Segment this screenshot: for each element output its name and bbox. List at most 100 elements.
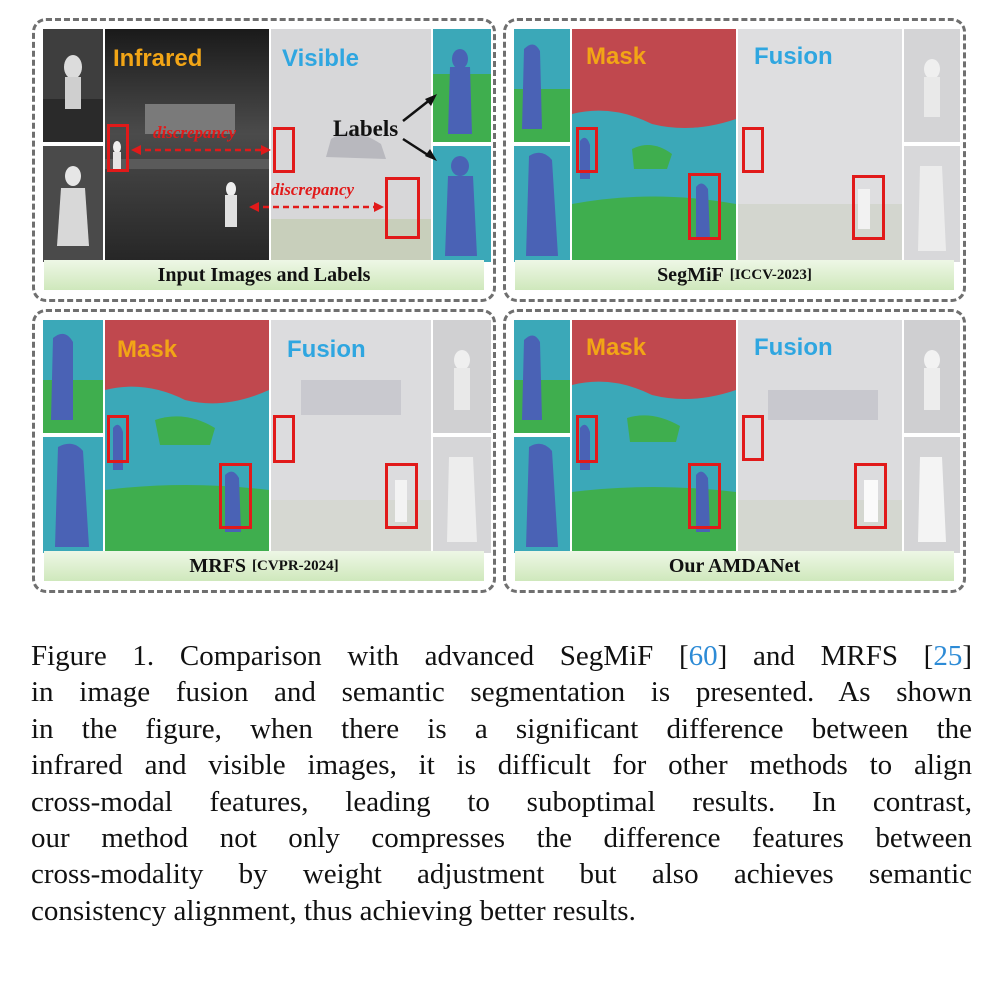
ours-fusion-label: Fusion xyxy=(754,334,833,361)
infrared-thumb-bottom xyxy=(43,146,103,262)
caption-line-2: in image fusion and semantic segmentatio… xyxy=(31,676,972,709)
mrfs-mask xyxy=(105,320,269,553)
segmif-fusion-thumb-top xyxy=(904,29,960,142)
segmif-mask xyxy=(572,29,736,262)
infrared-thumb-top xyxy=(43,29,103,142)
labels-arrows xyxy=(402,94,437,161)
panel-mrfs-title: MRFS xyxy=(189,554,246,577)
label-thumb-top xyxy=(433,29,491,142)
ours-box-mask-large xyxy=(688,463,721,529)
ours-thumb-top-image xyxy=(514,320,570,433)
ours-box-fusion-small xyxy=(742,415,764,461)
figure-caption: Figure 1. Comparison with advanced SegMi… xyxy=(31,638,972,929)
panel-ours-title: Our AMDANet xyxy=(668,554,801,577)
infrared-image-svg xyxy=(105,29,269,262)
segmif-fusion-thumb-top-image xyxy=(904,29,960,142)
ours-fusion-thumb-bottom xyxy=(904,437,960,553)
segmif-label-thumb-bottom xyxy=(514,146,570,262)
label-thumb-top-image xyxy=(433,29,491,142)
discrepancy-arrows xyxy=(135,148,380,209)
ours-fusion-thumb-top-image xyxy=(904,320,960,433)
visible-label: Visible xyxy=(282,45,359,72)
panel-segmif-title: SegMiF xyxy=(657,263,724,286)
ours-thumb-bottom-image xyxy=(514,437,570,553)
segmif-mask-label: Mask xyxy=(586,43,647,70)
caption-line-4: infrared and visible images, it is diffi… xyxy=(31,749,972,782)
ours-box-fusion-large xyxy=(854,463,887,529)
label-thumb-bottom-image xyxy=(433,146,491,262)
label-thumb-bottom xyxy=(433,146,491,262)
mrfs-box-mask-large xyxy=(219,463,252,529)
panel-mrfs: Mask Fusion MRFS [CVPR-2024] xyxy=(32,309,496,593)
mrfs-thumb-top-image xyxy=(43,320,103,433)
infrared-thumb-bottom-image xyxy=(43,146,103,262)
mrfs-fusion-thumb-top xyxy=(433,320,491,433)
infrared-image xyxy=(105,29,269,262)
segmif-box-mask-large xyxy=(688,173,721,240)
discrepancy-label-bottom: discrepancy xyxy=(271,180,355,199)
ours-fusion-svg xyxy=(738,320,902,553)
mrfs-fusion-thumb-bottom-image xyxy=(433,437,491,553)
annotation-overlay xyxy=(131,94,437,212)
panel-mrfs-tag: [CVPR-2024] xyxy=(252,557,339,574)
ours-mask-svg xyxy=(572,320,736,553)
mrfs-fusion-label: Fusion xyxy=(287,336,366,363)
mrfs-box-fusion-large xyxy=(385,463,418,529)
segmif-box-mask-small xyxy=(576,127,598,173)
citation-link-60[interactable]: 60 xyxy=(688,640,718,672)
mrfs-thumb-bottom-image xyxy=(43,437,103,553)
panel-segmif-tag: [ICCV-2023] xyxy=(729,266,812,283)
ours-label-thumb-top xyxy=(514,320,570,433)
segmif-mask-svg xyxy=(572,29,736,262)
ours-mask-label: Mask xyxy=(586,334,647,361)
segmif-thumb-bottom-image xyxy=(514,146,570,262)
caption-line-8: consistency alignment, thus achieving be… xyxy=(31,894,636,927)
panel-segmif: Mask Fusion SegMiF [ICCV-2023] xyxy=(503,18,966,302)
segmif-fusion-svg xyxy=(738,29,902,262)
segmif-fusion xyxy=(738,29,902,262)
mrfs-mask-svg xyxy=(105,320,269,553)
caption-line-7: cross-modality by weight adjustment but … xyxy=(31,858,972,891)
panel-input-title: Input Images and Labels xyxy=(157,263,371,286)
mrfs-label-thumb-top xyxy=(43,320,103,433)
infrared-thumb-top-image xyxy=(43,29,103,142)
infrared-label: Infrared xyxy=(113,45,203,72)
segmif-box-fusion-large xyxy=(852,175,885,240)
panel-input: Infrared Visible Labels discrepancy disc… xyxy=(32,18,496,302)
panel-mrfs-caption: MRFS [CVPR-2024] xyxy=(44,551,484,581)
citation-link-25[interactable]: 25 xyxy=(933,640,963,672)
caption-line-3: in the figure, when there is a significa… xyxy=(31,712,972,745)
segmif-thumb-top-image xyxy=(514,29,570,142)
highlight-box-vis-small xyxy=(273,127,295,173)
panel-segmif-caption: SegMiF [ICCV-2023] xyxy=(515,260,954,290)
ours-label-thumb-bottom xyxy=(514,437,570,553)
highlight-box-ir-small xyxy=(107,124,129,172)
segmif-fusion-label: Fusion xyxy=(754,43,833,70)
mrfs-box-mask-small xyxy=(107,415,129,463)
ours-box-mask-small xyxy=(576,415,598,463)
panel-ours-caption: Our AMDANet xyxy=(515,551,954,581)
mrfs-label-thumb-bottom xyxy=(43,437,103,553)
ours-mask xyxy=(572,320,736,553)
ours-fusion-thumb-bottom-image xyxy=(904,437,960,553)
mrfs-mask-label: Mask xyxy=(117,336,178,363)
visible-image-svg xyxy=(271,29,431,262)
discrepancy-label-top: discrepancy xyxy=(153,123,237,142)
ours-fusion xyxy=(738,320,902,553)
panel-ours: Mask Fusion Our AMDANet xyxy=(503,309,966,593)
labels-text: Labels xyxy=(333,116,399,141)
segmif-fusion-thumb-bottom xyxy=(904,146,960,262)
highlight-box-vis-large xyxy=(385,177,420,239)
mrfs-fusion-thumb-top-image xyxy=(433,320,491,433)
segmif-fusion-thumb-bottom-image xyxy=(904,146,960,262)
caption-line-1: Figure 1. Comparison with advanced SegMi… xyxy=(31,640,972,672)
mrfs-fusion-thumb-bottom xyxy=(433,437,491,553)
panel-input-caption: Input Images and Labels xyxy=(44,260,484,290)
caption-line-5: cross-modal features, leading to subopti… xyxy=(31,785,972,818)
mrfs-box-fusion-small xyxy=(273,415,295,463)
segmif-box-fusion-small xyxy=(742,127,764,173)
visible-image xyxy=(271,29,431,262)
caption-line-6: our method not only compresses the diffe… xyxy=(31,822,972,855)
segmif-label-thumb-top xyxy=(514,29,570,142)
ours-fusion-thumb-top xyxy=(904,320,960,433)
